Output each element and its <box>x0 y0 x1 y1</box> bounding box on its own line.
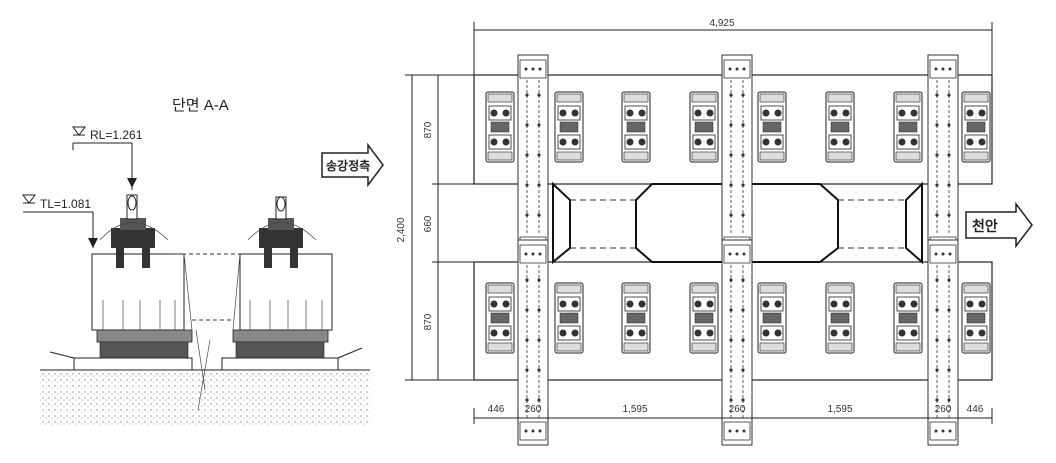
rl-label: RL=1.261 <box>90 128 143 142</box>
overall-width-dimension <box>473 22 993 75</box>
bottom-dimension-chain <box>473 408 993 424</box>
direction-arrow-left <box>321 142 384 188</box>
width-segment-2: 260 <box>525 404 542 415</box>
height-segment-middle: 660 <box>423 215 434 232</box>
plan-view: 4,925 2,400 870 660 870 <box>396 18 1033 446</box>
overall-height-dimension <box>405 74 475 381</box>
rl-level-marker <box>72 126 137 190</box>
track-slab-right <box>232 253 333 359</box>
width-segment-4: 260 <box>729 404 746 415</box>
width-segment-7: 446 <box>967 404 984 415</box>
overall-height-label: 2,400 <box>396 217 407 242</box>
tl-level-marker <box>22 194 98 248</box>
overall-width-label: 4,925 <box>709 18 734 29</box>
height-segment-top: 870 <box>423 121 434 138</box>
direction-arrow-right <box>965 201 1033 249</box>
width-segment-3: 1,595 <box>622 404 647 415</box>
roadbed <box>40 347 370 425</box>
direction-label-right: 천안 <box>972 218 998 234</box>
width-segment-6: 260 <box>935 404 952 415</box>
width-segment-1: 446 <box>488 404 505 415</box>
section-title: 단면 A-A <box>172 97 229 114</box>
section-view: 단면 A-A RL=1.261 TL=1.081 송강정측 <box>22 97 384 425</box>
height-segment-bottom: 870 <box>423 313 434 330</box>
tl-label: TL=1.081 <box>40 197 91 211</box>
rail-assembly-right <box>247 196 317 268</box>
direction-label-left: 송강정측 <box>326 158 370 173</box>
track-slab-left <box>91 253 193 359</box>
rail-assembly-left <box>99 194 169 268</box>
width-segment-5: 1,595 <box>827 404 852 415</box>
